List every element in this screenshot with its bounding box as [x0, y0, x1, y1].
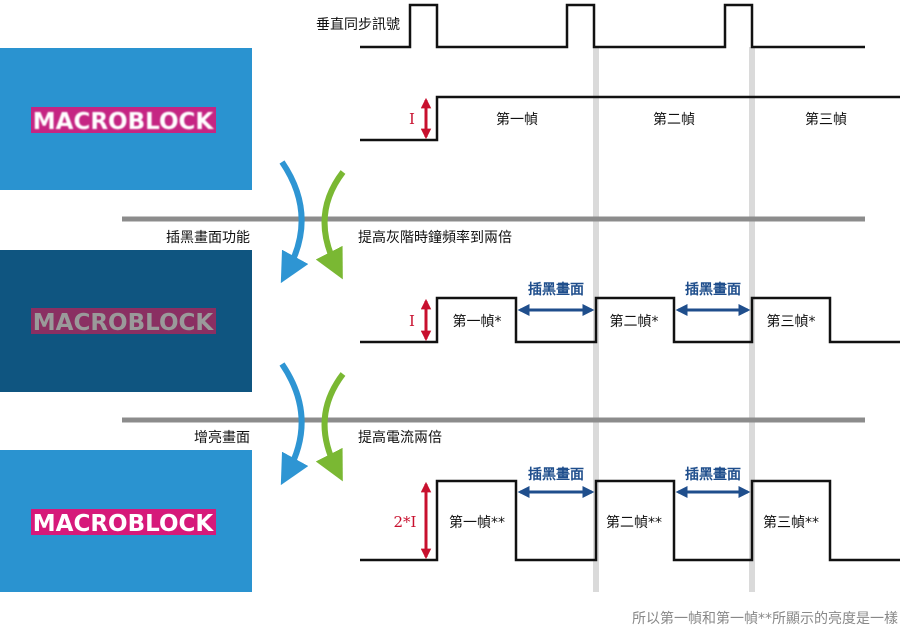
- black-gap-label: 插黑畫面: [528, 281, 584, 298]
- black-gap-label: 插黑畫面: [685, 281, 741, 298]
- row2-waveform: [360, 296, 900, 344]
- frame-label: 第二幀**: [606, 514, 662, 531]
- curved-arrow-green-icon: [315, 372, 346, 482]
- brighten-label: 增亮畫面: [194, 429, 250, 446]
- row3-waveform: [360, 479, 900, 562]
- frame-label: 第三幀**: [763, 514, 819, 531]
- panel-normal: MACROBLOCK: [0, 48, 252, 190]
- frame-label: 第一幀: [496, 111, 538, 128]
- black-gap-label: 插黑畫面: [685, 466, 741, 483]
- frame-label: 第一幀**: [449, 514, 505, 531]
- black-insertion-label: 插黑畫面功能: [166, 230, 250, 246]
- footer-note: 所以第一幀和第一幀**所顯示的亮度是一樣: [632, 610, 898, 627]
- vsync-waveform: [360, 3, 865, 49]
- panel-black-insertion: MACROBLOCK: [0, 250, 252, 392]
- black-gap-label: 插黑畫面: [528, 466, 584, 483]
- frame-label: 第二幀: [653, 111, 695, 128]
- logo-text: MACROBLOCK: [33, 511, 215, 537]
- curved-arrow-blue-icon: [279, 362, 309, 486]
- logo-text: MACROBLOCK: [33, 310, 215, 336]
- frame-label: 第一幀*: [453, 313, 502, 330]
- vsync-label: 垂直同步訊號: [316, 16, 400, 33]
- double-current-value: 2*I: [394, 513, 417, 531]
- frame-label: 第三幀: [805, 111, 847, 128]
- double-clock-label: 提高灰階時鐘頻率到兩倍: [358, 229, 512, 246]
- curved-arrow-blue-icon: [279, 160, 309, 284]
- logo-text: MACROBLOCK: [33, 109, 215, 135]
- double-current-label: 提高電流兩倍: [358, 429, 442, 446]
- panel-brightened: MACROBLOCK: [0, 450, 252, 592]
- frame-label: 第三幀*: [767, 313, 816, 330]
- current-label: I: [409, 312, 415, 330]
- row1-waveform: [360, 95, 900, 142]
- curved-arrow-green-icon: [315, 170, 346, 280]
- current-label: I: [409, 110, 415, 128]
- frame-label: 第二幀*: [610, 313, 659, 330]
